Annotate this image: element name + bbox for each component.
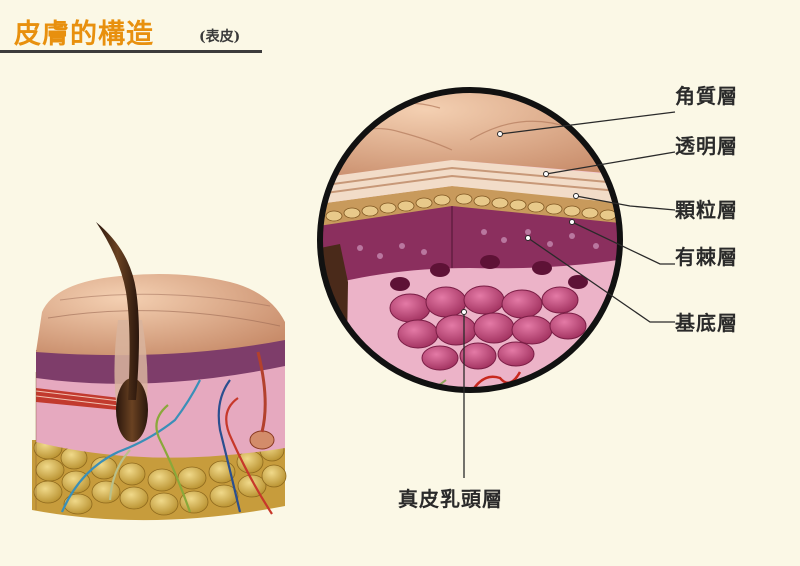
label-stratum-lucidum: 透明層 xyxy=(675,134,738,158)
page-title: 皮膚的構造 xyxy=(14,19,154,50)
title-block: 皮膚的構造 (表皮) xyxy=(0,0,262,55)
label-stratum-corneum: 角質層 xyxy=(675,84,738,108)
label-stratum-basale: 基底層 xyxy=(675,311,738,335)
leader-dots xyxy=(461,131,579,315)
title-underline xyxy=(0,50,262,53)
leader-lines xyxy=(463,111,676,478)
magnified-epidermis-circle xyxy=(317,87,623,393)
label-dermal-papillary-layer: 真皮乳頭層 xyxy=(398,487,503,511)
page-subtitle: (表皮) xyxy=(199,29,241,45)
label-stratum-granulosum: 顆粒層 xyxy=(675,198,738,222)
label-stratum-spinosum: 有棘層 xyxy=(675,245,738,269)
skin-block xyxy=(32,222,287,521)
